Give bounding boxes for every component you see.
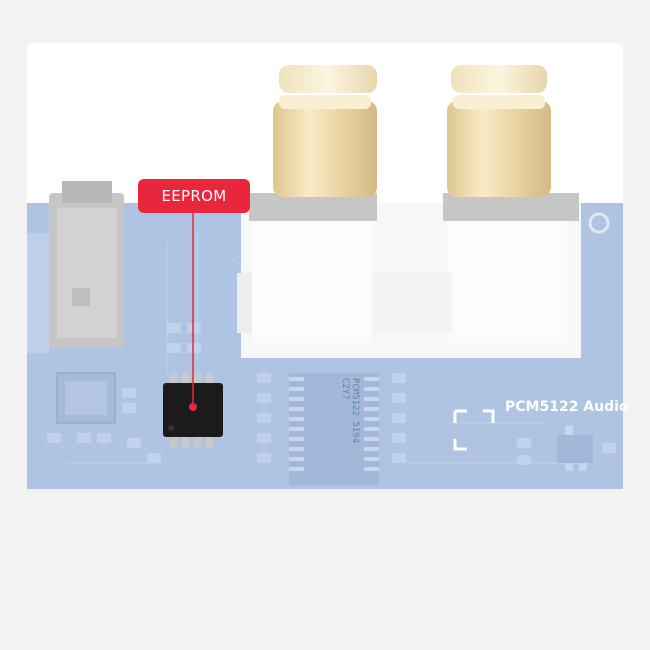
callout-dot	[189, 403, 197, 411]
product-image-card: PCM5122 Audio PCM5122 5194 C2Y7 EEPROM	[27, 43, 629, 489]
mounting-hole	[588, 212, 610, 234]
eeprom-callout-label: EEPROM	[138, 179, 250, 213]
passive-components	[47, 323, 616, 465]
pcm-chip-marking: PCM5122 5194 C2Y7	[340, 378, 360, 444]
transistor	[557, 435, 593, 463]
pcb-silkscreen-label: PCM5122 Audio	[505, 399, 629, 415]
rca-connector-left	[273, 65, 377, 197]
silkscreen-brackets	[453, 409, 495, 451]
pcb-illustration	[27, 43, 623, 489]
rca-connector-right	[447, 65, 551, 197]
